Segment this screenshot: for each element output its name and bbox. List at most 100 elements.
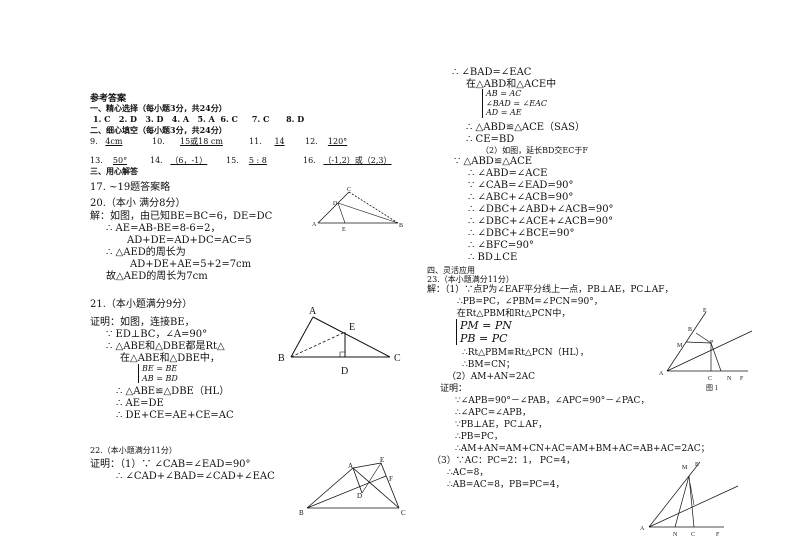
r-line: ∴ △ABD≌△ACE（SAS） (466, 122, 585, 133)
fill-answer: 120° (327, 137, 348, 146)
q23-line: ∴Rt△PBM≌Rt△PCN（HL）， (462, 348, 589, 358)
choice-answers: 1. C 2. D 3. D 4. A 5. A 6. C 7. C 8. D (93, 114, 305, 124)
r-line: ∴ ∠DBC+∠BCE=90° (468, 228, 575, 239)
q23-title: 23.（本小题满分11分） (427, 275, 514, 284)
label-C: C (401, 509, 406, 517)
r-line: ∴ ∠DBC+∠ACE+∠ACB=90° (468, 216, 614, 227)
choice-answer: 5. A (197, 114, 215, 124)
section-apply-heading: 四、灵活应用 (427, 266, 475, 275)
q21-brace: BE = BE AB = BD (138, 364, 178, 384)
q21-line: ∴ DE+CE=AE+CE=AC (116, 410, 234, 421)
fill-answer: （-1,2）或（2,3） (323, 156, 392, 165)
choice-answer: 3. D (145, 114, 164, 124)
q22-title: 22.（本小题满分11分） (90, 446, 177, 455)
r-line: （2）如图，延长BD交EC于F (481, 146, 588, 155)
label-B: B (299, 509, 304, 517)
answer-title: 参考答案 (90, 94, 127, 104)
q23-line: 解：（1）∵点P为∠EAF平分线上一点，PB⊥AE，PC⊥AF， (427, 285, 674, 295)
choice-answer: 4. A (171, 114, 190, 124)
q23-line: ∴∠APC=∠APB， (455, 408, 531, 418)
q23-line: ∴PB=PC，∠PBM=∠PCN=90°， (457, 297, 603, 307)
r-line: ∴ ∠BAD=∠EAC (452, 67, 532, 78)
label-E: E (349, 322, 355, 333)
q23-line: ∴AC=8， (447, 468, 489, 478)
r-line: ∴ ∠BFC=90° (468, 240, 534, 251)
fill-answer: 15或18 cm (180, 137, 223, 146)
q23-line: ∵∠APB=90°－∠PAB，∠APC=90°－∠PAC， (455, 396, 650, 406)
q21-line: 证明：如图，连接BE， (90, 317, 195, 328)
section-choice-heading: 一、精心选择（每小题3分，共24分） (90, 103, 227, 113)
q20-line: AD+DE+AE=5+2=7cm (130, 259, 252, 270)
label-E: E (342, 227, 346, 233)
fill-answer: （6，-1） (170, 156, 208, 165)
label-D: D (341, 366, 348, 377)
q21-line: ∴ △ABE和△DBE都是Rt△ (106, 341, 225, 352)
label-M: M (677, 343, 683, 349)
choice-answer: 2. D (118, 114, 137, 124)
r-line: ∵ △ABD≌△ACE (454, 156, 533, 167)
q21-line: ∵ ED⊥BC，∠A=90° (106, 329, 208, 340)
fill-answer: 50° (112, 156, 128, 165)
label-A: A (309, 306, 317, 317)
q23-line: （3）∵AC：PC=2：1， PC=4， (432, 456, 576, 466)
label-A: A (312, 222, 317, 228)
q23-line: ∴BM=CN； (462, 360, 515, 370)
choice-answer: 6. C (220, 114, 238, 124)
fill-answer: 14 (274, 137, 285, 146)
label-P: P (710, 340, 714, 346)
label-E: E (380, 456, 384, 464)
section-solve-heading: 三、用心解答 (90, 166, 138, 176)
r-line: ∴ ∠ABD=∠ACE (468, 168, 548, 179)
label-F: F (716, 532, 720, 538)
label-C: C (708, 376, 712, 382)
r-line: ∵ ∠CAB=∠EAD=90° (468, 180, 574, 191)
label-C: C (691, 532, 695, 538)
label-B: B (278, 353, 285, 364)
choice-answer: 1. C (93, 114, 111, 124)
q20-line: ∴ AE=AB-BE=8-6=2， (106, 223, 221, 234)
q23-line: ∵PB⊥AE，PC⊥AF， (455, 420, 548, 430)
q20-line: 故△AED的周长为7cm (106, 271, 208, 282)
fill-row-2: 13. 50° (90, 156, 128, 165)
q21-line: 在△ABE和△DBE中， (120, 353, 220, 364)
q21-line: ∴ AE=DE (116, 398, 164, 409)
r-brace-1: AB = AC ∠BAD = ∠EAC AD = AE (482, 89, 547, 118)
label-M: M (682, 465, 688, 471)
label-A: A (348, 462, 353, 470)
q17-line: 17. ~19题答案略 (90, 182, 171, 193)
r-line: ∴ ∠DBC+∠ABD+∠ACB=90° (468, 204, 614, 215)
q23-line: 证明： (440, 384, 468, 394)
r-line: 在△ABD和△ACE中 (466, 79, 557, 90)
label-A: A (640, 526, 645, 532)
label-N: N (727, 376, 732, 382)
section-fill-heading: 二、细心填空（每小题3分，共24分） (90, 125, 227, 135)
r-line: ∴ CE=BD (466, 134, 515, 145)
label-E: E (695, 462, 699, 468)
choice-answer: 8. D (286, 114, 305, 124)
label-B: B (399, 223, 403, 229)
fill-answer: 5 : 8 (248, 156, 267, 165)
q20-line: 解：如图，由已知BE=BC=6，DE=DC (90, 211, 273, 222)
label-A: A (659, 371, 664, 377)
label-E: E (703, 308, 707, 314)
q21-title: 21.（本小题满分9分） (90, 299, 193, 310)
q20-line: ∴ △AED的周长为 (106, 247, 186, 258)
q23-line: ∴AM+AN=AM+CN+AC=AM+BM+AC=AB+AC=2AC； (455, 444, 710, 454)
choice-answer: 7. C (251, 114, 270, 124)
r-line: ∴ BD⊥CE (468, 252, 518, 263)
r-line: ∴ ∠ABC+∠ACB=90° (468, 192, 574, 203)
q23-line: （2）AM+AN=2AC (447, 372, 536, 382)
q21-line: ∴ △ABE≌△DBE（HL） (116, 386, 230, 397)
q23-line: 在Rt△PBM和Rt△PCN中， (457, 309, 571, 319)
q20-line: AD+DE=AD+DC=AC=5 (127, 235, 252, 246)
q22-line: 证明：（1）∵ ∠CAB=∠EAD=90° (90, 459, 251, 470)
label-C: C (347, 187, 351, 193)
fill-answer: 4cm (105, 137, 123, 146)
label-F: F (740, 376, 744, 382)
q23-line: ∴AB=AC=8，PB=PC=4， (447, 480, 565, 490)
label-D: D (357, 492, 362, 500)
label-B: B (688, 327, 692, 333)
label-C: C (394, 353, 401, 364)
q23-brace: PM = PN PB = PC (456, 319, 512, 346)
